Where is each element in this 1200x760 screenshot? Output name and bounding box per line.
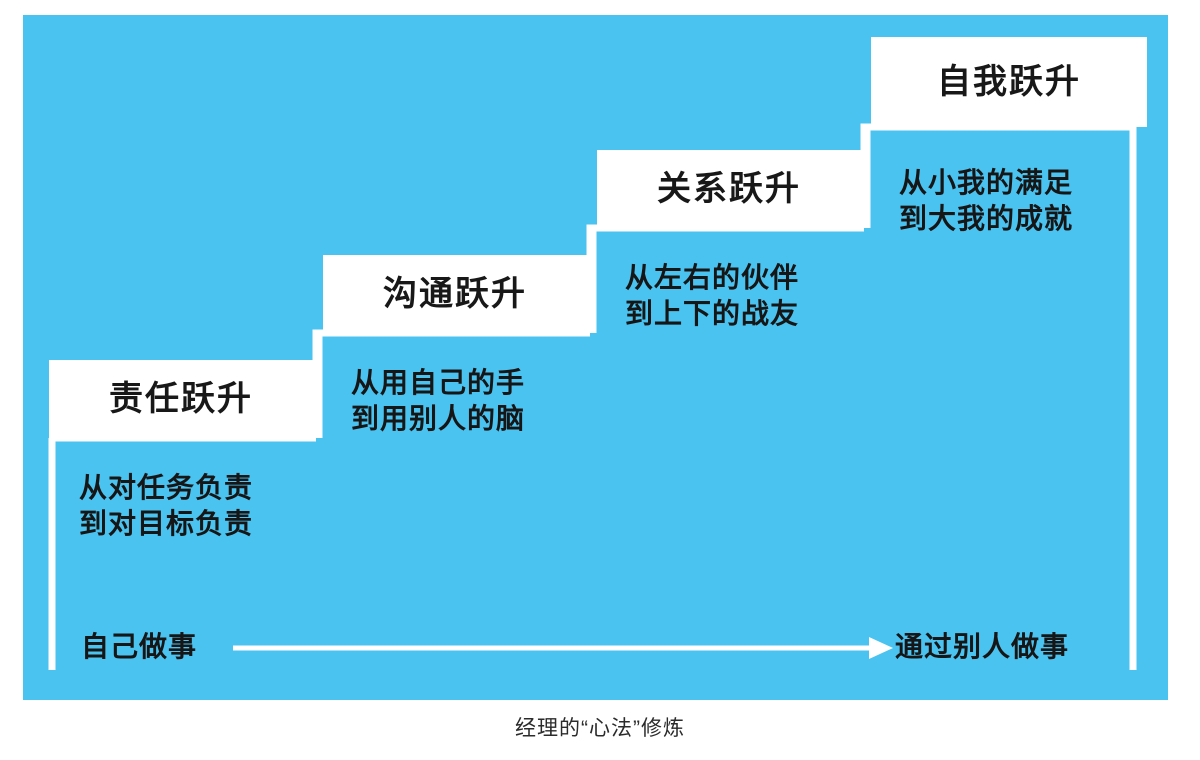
step-description-4: 从小我的满足 到大我的成就 <box>899 165 1073 238</box>
step-description-2-line2: 到用别人的脑 <box>351 403 526 435</box>
arrow-right-icon <box>233 637 893 659</box>
step-title-2: 沟通跃升 <box>383 275 527 313</box>
step-label-box-2[interactable]: 沟通跃升 <box>323 255 587 333</box>
step-description-1-line1: 从对任务负责 <box>79 472 254 503</box>
axis-end-label: 通过别人做事 <box>895 631 1070 662</box>
step-description-3: 从左右的伙伴 到上下的战友 <box>625 260 799 333</box>
step-label-box-3[interactable]: 关系跃升 <box>597 150 861 228</box>
step-description-3-line2: 到上下的战友 <box>625 298 800 330</box>
step-label-box-4[interactable]: 自我跃升 <box>871 37 1147 127</box>
step-description-4-line1: 从小我的满足 <box>899 167 1074 198</box>
step-description-4-line2: 到大我的成就 <box>899 203 1074 235</box>
axis-start-label: 自己做事 <box>81 631 198 662</box>
step-description-2: 从用自己的手 到用别人的脑 <box>351 365 525 438</box>
step-description-1: 从对任务负责 到对目标负责 <box>79 470 253 543</box>
step-label-box-1[interactable]: 责任跃升 <box>49 360 313 438</box>
step-description-3-line1: 从左右的伙伴 <box>625 262 800 293</box>
step-description-2-line1: 从用自己的手 <box>351 367 526 398</box>
step-description-1-line2: 到对目标负责 <box>79 508 254 540</box>
step-title-3: 关系跃升 <box>657 170 801 208</box>
blue-canvas: 责任跃升 从对任务负责 到对目标负责 沟通跃升 从用自己的手 到用别人的脑 关系… <box>23 15 1168 700</box>
bottom-axis: 自己做事 通过别人做事 <box>23 627 1168 687</box>
figure-caption: 经理的“心法”修炼 <box>515 717 685 740</box>
step-title-4: 自我跃升 <box>937 63 1081 101</box>
step-title-1: 责任跃升 <box>109 380 253 418</box>
